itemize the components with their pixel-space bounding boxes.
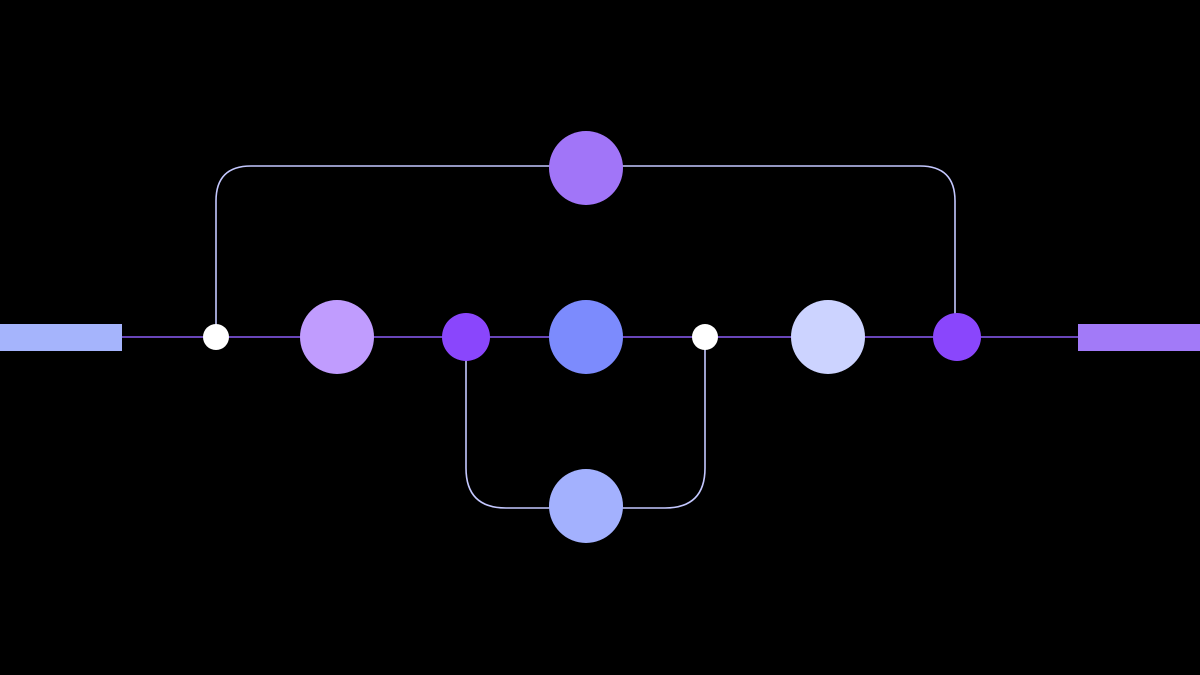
node-4: [791, 300, 865, 374]
output-bar: [1078, 324, 1200, 351]
node-3: [549, 300, 623, 374]
junction-right: [692, 324, 718, 350]
node-bottom: [549, 469, 623, 543]
input-bar: [0, 324, 122, 351]
node-2: [442, 313, 490, 361]
node-1: [300, 300, 374, 374]
node-top: [549, 131, 623, 205]
junction-left: [203, 324, 229, 350]
node-5: [933, 313, 981, 361]
